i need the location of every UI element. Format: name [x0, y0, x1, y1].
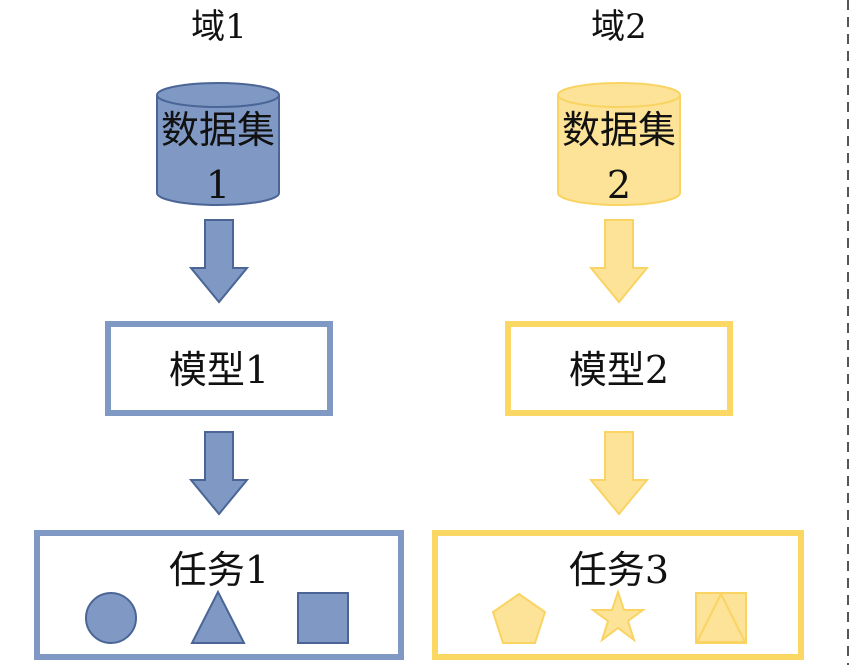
square-icon [297, 592, 349, 644]
pentagon-icon [491, 592, 547, 644]
triangle-icon [190, 589, 246, 644]
arrow-down-icon [188, 431, 250, 516]
domain-1-title: 域1 [191, 7, 247, 47]
star-icon [589, 588, 647, 643]
dataset-1-number: 1 [206, 163, 230, 207]
task-1-box: 任务1 [34, 530, 404, 660]
dataset-1-label: 数据集 [161, 108, 275, 152]
model-2-box: 模型2 [505, 321, 733, 416]
model-2-label: 模型2 [569, 348, 669, 392]
model-1-label: 模型1 [169, 348, 269, 392]
dataset-2-label: 数据集 [562, 108, 676, 152]
model-1-box: 模型1 [105, 321, 333, 416]
domain-1-column: 域1 数据集 1 模型1 任务1 [34, 7, 404, 660]
dataset-1-cylinder: 数据集 1 [156, 82, 280, 207]
square-with-triangle-icon [695, 591, 747, 644]
task-1-label: 任务1 [169, 548, 269, 592]
arrow-down-icon [588, 431, 650, 516]
arrow-down-icon [188, 219, 250, 304]
arrow-down-icon [588, 219, 650, 304]
domain-2-title: 域2 [591, 7, 647, 47]
dataset-2-cylinder: 数据集 2 [557, 82, 681, 207]
domain-2-column: 域2 数据集 2 模型2 任务3 [432, 7, 804, 660]
task-3-box: 任务3 [432, 530, 804, 660]
task-3-label: 任务3 [569, 548, 669, 592]
dataset-2-number: 2 [607, 163, 631, 207]
circle-icon [85, 592, 137, 644]
